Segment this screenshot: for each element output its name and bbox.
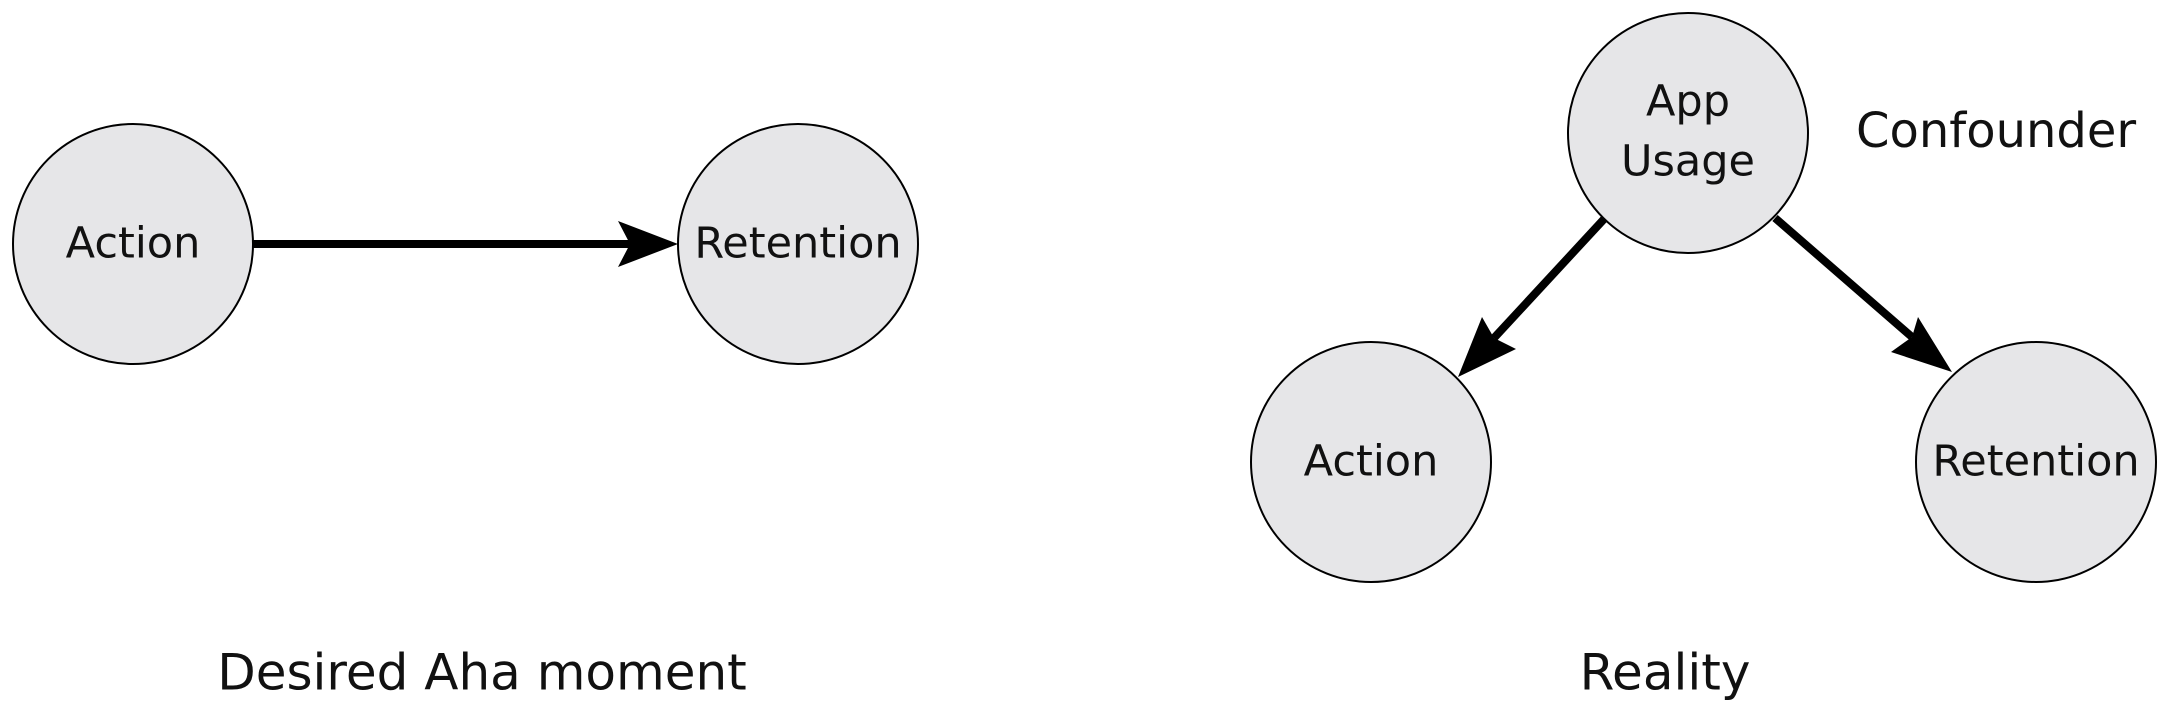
arrowhead-icon [618, 221, 678, 267]
left-diagram: Action Retention Desired Aha moment [12, 123, 919, 702]
edge-appusage-to-retention [1772, 214, 1952, 372]
node-action-left-label: Action [66, 219, 201, 269]
arrowhead-icon [1458, 317, 1516, 377]
arrowhead-icon [1891, 317, 1952, 372]
node-retention-right[interactable]: Retention [1915, 341, 2157, 583]
confounder-label: Confounder [1856, 103, 2136, 159]
right-diagram-caption: Reality [1580, 644, 1751, 702]
node-action-left[interactable]: Action [12, 123, 254, 365]
node-app-usage-label-line1: App [1646, 77, 1730, 127]
left-diagram-caption: Desired Aha moment [217, 644, 747, 702]
node-action-right[interactable]: Action [1250, 341, 1492, 583]
node-app-usage[interactable]: App Usage [1567, 12, 1809, 254]
node-retention-right-label: Retention [1932, 437, 2139, 487]
node-retention-left-label: Retention [694, 219, 901, 269]
edge-action-to-retention [253, 221, 678, 267]
right-diagram: App Usage Action Retention Confounder Re… [1250, 12, 2157, 702]
node-action-right-label: Action [1304, 437, 1439, 487]
node-retention-left[interactable]: Retention [677, 123, 919, 365]
edge-appusage-to-action [1458, 215, 1608, 377]
node-app-usage-label-line2: Usage [1621, 137, 1755, 187]
